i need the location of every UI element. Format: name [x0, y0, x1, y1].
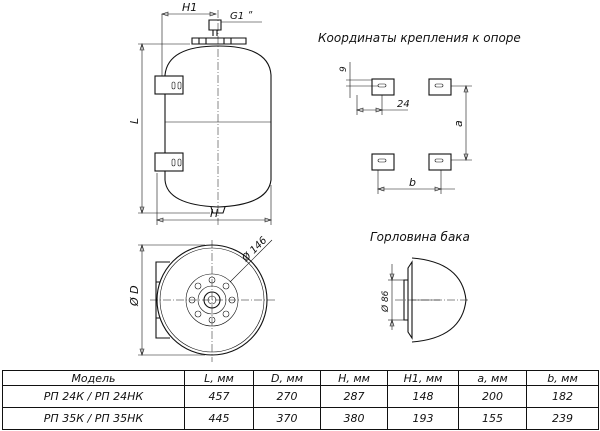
header-h1: H1, мм — [387, 370, 459, 386]
neck-flange — [403, 260, 413, 340]
mount-title: Координаты крепления к опоре — [318, 31, 521, 45]
top-fitting — [208, 19, 222, 36]
cell-h1: 148 — [387, 385, 459, 408]
lower-bracket — [154, 152, 184, 172]
dim-b-label: b — [409, 176, 416, 189]
top-view: Ø D Ø 146 — [128, 234, 275, 362]
cell-h1: 193 — [387, 407, 459, 430]
h-label: H — [210, 207, 218, 220]
l-label: L — [128, 118, 141, 124]
technical-drawing: H1 G1 ʺ L H — [128, 1, 521, 362]
dim-a-label: a — [452, 120, 465, 127]
top-flange — [191, 37, 247, 45]
tank-neck-view: Горловина бака Ø 86 — [370, 230, 470, 343]
d86-label: Ø 86 — [380, 290, 391, 313]
mount-coordinates: Координаты крепления к опоре 9 24 a b — [318, 31, 521, 194]
h1-label: H1 — [182, 1, 197, 14]
header-a: a, мм — [458, 370, 527, 386]
tank-body — [164, 45, 272, 208]
header-h: H, мм — [320, 370, 388, 386]
g1-label: G1 ʺ — [230, 10, 253, 22]
cell-h: 380 — [320, 407, 388, 430]
upper-bracket — [154, 75, 184, 95]
front-view: H1 G1 ʺ L H — [128, 1, 272, 225]
neck-title: Горловина бака — [370, 230, 470, 244]
table-header-row: Модель L, мм D, мм H, мм H1, мм a, мм b,… — [2, 370, 599, 386]
d146-label: Ø 146 — [239, 234, 270, 265]
dim9-label: 9 — [339, 66, 349, 72]
cell-d: 370 — [253, 407, 321, 430]
cell-model: РП 24К / РП 24НК — [2, 385, 185, 408]
d-label: Ø D — [128, 285, 141, 307]
cell-l: 457 — [184, 385, 254, 408]
cell-h: 287 — [320, 385, 388, 408]
table-row: РП 35К / РП 35НК 445 370 380 193 155 239 — [2, 407, 599, 430]
cell-d: 270 — [253, 385, 321, 408]
header-d: D, мм — [253, 370, 321, 386]
dim24-label: 24 — [397, 99, 410, 110]
header-l: L, мм — [184, 370, 254, 386]
cell-model: РП 35К / РП 35НК — [2, 407, 185, 430]
header-b: b, мм — [526, 370, 599, 386]
cell-b: 182 — [526, 385, 599, 408]
cell-a: 200 — [458, 385, 527, 408]
cell-l: 445 — [184, 407, 254, 430]
cell-a: 155 — [458, 407, 527, 430]
cell-b: 239 — [526, 407, 599, 430]
table-row: РП 24К / РП 24НК 457 270 287 148 200 182 — [2, 385, 599, 408]
specifications-table: Модель L, мм D, мм H, мм H1, мм a, мм b,… — [2, 370, 599, 430]
header-model: Модель — [2, 370, 185, 386]
